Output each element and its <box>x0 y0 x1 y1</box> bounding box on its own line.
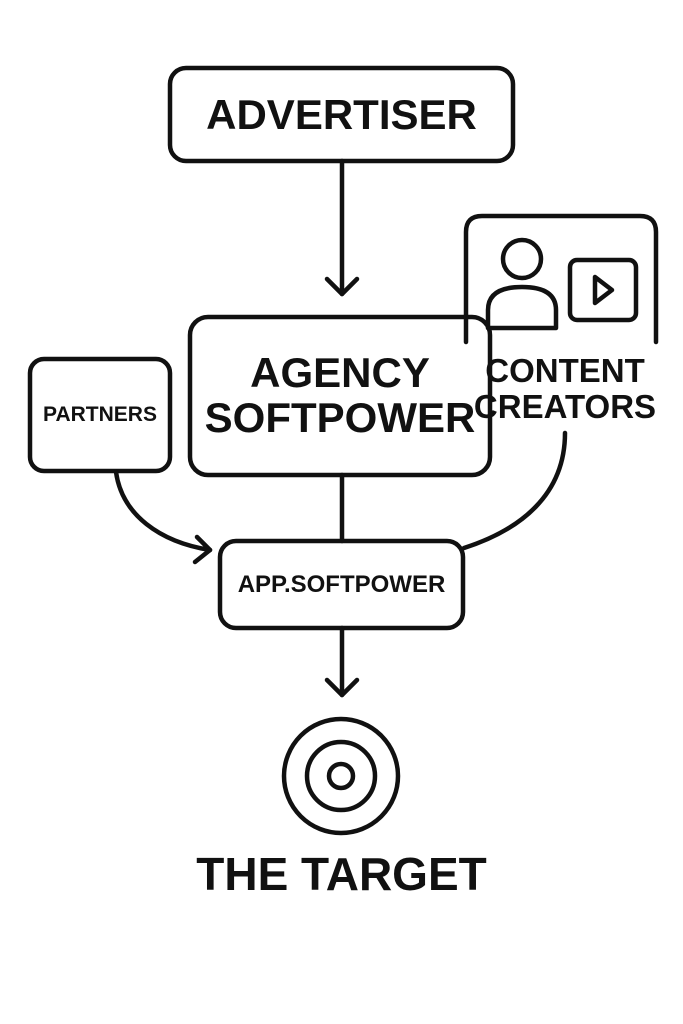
partners-label: PARTNERS <box>30 359 170 471</box>
content-creators-text-line2: CREATORS <box>473 388 657 425</box>
target-icon <box>281 716 401 836</box>
agency-text-line1: AGENCY <box>250 348 430 396</box>
arrowhead-target <box>324 677 360 698</box>
app-text: APP.SOFTPOWER <box>237 570 446 598</box>
content-creators-label: CONTENT CREATORS <box>470 350 660 428</box>
target-label: THE TARGET <box>140 845 543 905</box>
edge-creators-app <box>461 430 568 551</box>
partners-text: PARTNERS <box>43 402 157 426</box>
content-creators-text-line1: CONTENT <box>485 352 645 390</box>
video-play-icon <box>567 257 639 323</box>
agency-label: AGENCY SOFTPOWER <box>190 330 490 460</box>
agency-text-line2: SOFTPOWER <box>204 394 476 441</box>
edge-partners-app <box>113 469 213 553</box>
app-label: APP.SOFTPOWER <box>220 541 463 628</box>
content-creators-frame <box>463 213 659 345</box>
advertiser-label: ADVERTISER <box>170 68 513 161</box>
advertiser-text: ADVERTISER <box>206 90 477 138</box>
target-text: THE TARGET <box>196 848 487 901</box>
partners-box <box>27 356 173 474</box>
person-icon <box>485 237 559 331</box>
arrowhead-partners <box>192 534 213 565</box>
arrowhead-agency <box>324 276 360 297</box>
